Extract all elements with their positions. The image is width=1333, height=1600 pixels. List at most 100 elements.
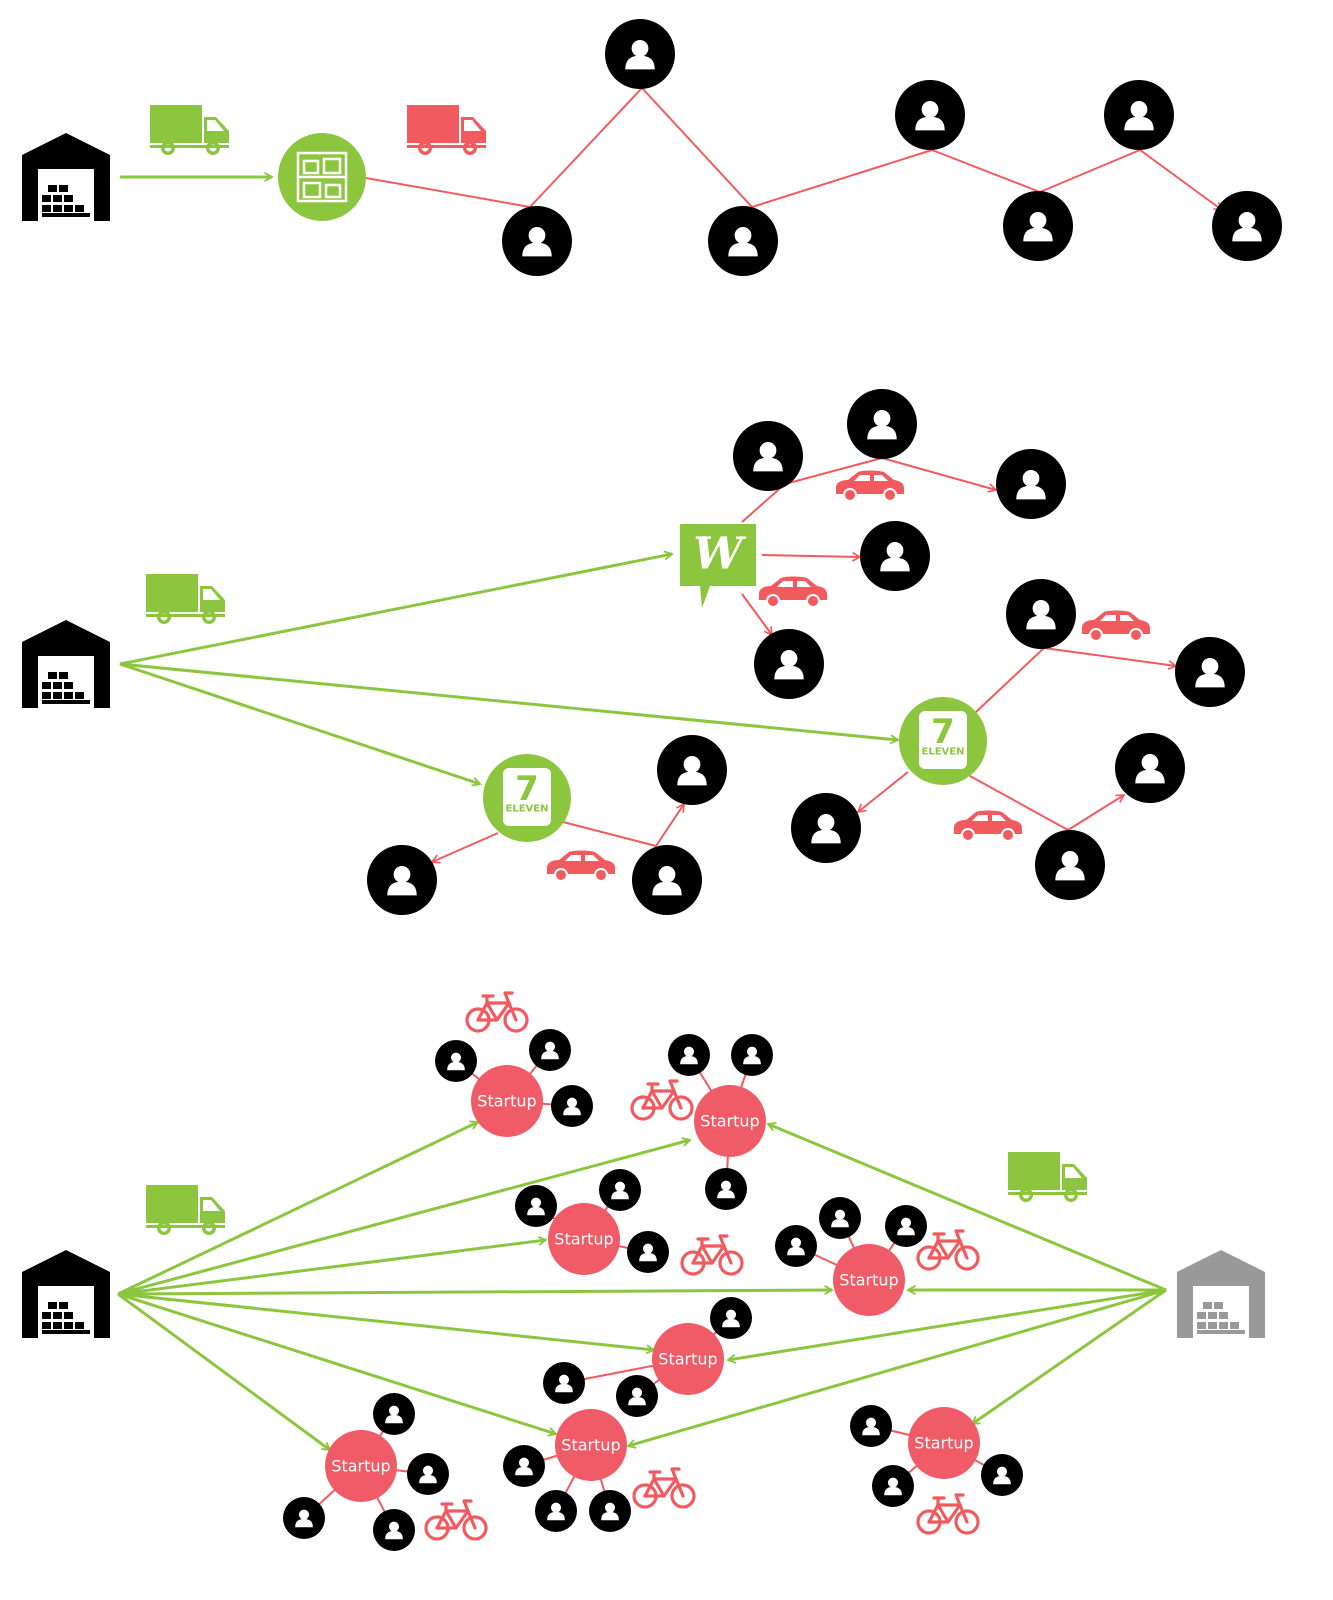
person-icon bbox=[705, 1168, 747, 1210]
person-icon bbox=[731, 1034, 773, 1076]
green-connector-line bbox=[119, 662, 480, 784]
startup-label: Startup bbox=[554, 1230, 613, 1249]
car-icon bbox=[835, 469, 905, 502]
red-connector-line bbox=[751, 149, 933, 208]
startup-node: Startup bbox=[325, 1430, 397, 1502]
seven-eleven-mark: 7 bbox=[515, 769, 539, 809]
person-icon bbox=[535, 1490, 577, 1532]
green-connector-line bbox=[117, 1240, 546, 1296]
car-icon bbox=[758, 575, 828, 608]
green-connector-line bbox=[768, 1124, 1167, 1292]
person-icon bbox=[754, 629, 824, 699]
truck-icon bbox=[146, 1185, 225, 1235]
green-connector-line bbox=[117, 1140, 690, 1296]
startup-label: Startup bbox=[331, 1457, 390, 1476]
red-connector-line bbox=[931, 149, 1041, 193]
person-icon bbox=[847, 389, 917, 459]
person-icon bbox=[407, 1453, 449, 1495]
person-icon bbox=[885, 1205, 927, 1247]
green-connector-line bbox=[117, 1292, 654, 1350]
person-icon bbox=[860, 521, 930, 591]
red-connector-line bbox=[969, 775, 1069, 831]
green-connector-line bbox=[117, 1122, 478, 1296]
car-icon bbox=[546, 849, 616, 882]
shelf-icon bbox=[278, 133, 366, 221]
green-connector-line bbox=[117, 1290, 832, 1296]
person-icon bbox=[710, 1297, 752, 1339]
bicycle-icon bbox=[916, 1229, 980, 1271]
red-connector-line bbox=[741, 483, 786, 523]
warehouse-icon bbox=[22, 133, 110, 221]
person-icon bbox=[373, 1509, 415, 1551]
startup-label: Startup bbox=[839, 1271, 898, 1290]
car-icon bbox=[953, 809, 1023, 842]
person-icon bbox=[551, 1085, 593, 1127]
red-connector-line bbox=[641, 87, 753, 208]
warehouse-icon bbox=[1177, 1250, 1265, 1338]
red-connector-line bbox=[432, 832, 499, 862]
person-icon bbox=[775, 1225, 817, 1267]
startup-label: Startup bbox=[914, 1434, 973, 1453]
green-connector-line bbox=[728, 1288, 1167, 1360]
person-icon bbox=[616, 1375, 658, 1417]
bicycle-icon bbox=[632, 1467, 696, 1509]
truck-icon bbox=[150, 105, 229, 155]
person-icon bbox=[502, 206, 572, 276]
bicycle-icon bbox=[916, 1493, 980, 1535]
red-connector-line bbox=[1039, 149, 1141, 193]
green-connector-line bbox=[117, 1292, 330, 1452]
bicycle-icon bbox=[680, 1234, 744, 1276]
red-connector-line bbox=[1067, 795, 1124, 831]
person-icon bbox=[668, 1034, 710, 1076]
red-connector-line bbox=[365, 177, 531, 208]
red-connector-line bbox=[784, 457, 883, 485]
person-icon bbox=[791, 793, 861, 863]
bicycle-icon bbox=[465, 991, 529, 1033]
green-connector-line bbox=[117, 1292, 556, 1434]
person-icon bbox=[605, 19, 675, 89]
person-icon bbox=[367, 845, 437, 915]
connection-lines bbox=[117, 87, 1222, 1531]
person-icon bbox=[599, 1169, 641, 1211]
person-icon bbox=[373, 1393, 415, 1435]
startup-label: Startup bbox=[477, 1092, 536, 1111]
diagram-nodes: W7ELEVEN7ELEVENStartupStartupStartupStar… bbox=[22, 19, 1282, 1551]
red-connector-line bbox=[741, 593, 772, 635]
warehouse-icon bbox=[22, 1250, 110, 1338]
person-icon bbox=[819, 1197, 861, 1239]
person-icon bbox=[627, 1231, 669, 1273]
red-connector-line bbox=[1043, 647, 1176, 666]
red-connector-line bbox=[881, 457, 996, 490]
bicycle-icon bbox=[424, 1499, 488, 1541]
green-connector-line bbox=[628, 1288, 1167, 1446]
person-icon bbox=[1175, 637, 1245, 707]
startup-label: Startup bbox=[700, 1112, 759, 1131]
person-icon bbox=[589, 1490, 631, 1532]
person-icon bbox=[1003, 191, 1073, 261]
person-icon bbox=[632, 845, 702, 915]
person-icon bbox=[708, 206, 778, 276]
warehouse-icon bbox=[22, 620, 110, 708]
bicycle-icon bbox=[630, 1079, 694, 1121]
startup-node: Startup bbox=[555, 1409, 627, 1481]
startup-node: Startup bbox=[548, 1203, 620, 1275]
seven-eleven-mark: 7 bbox=[931, 712, 955, 752]
startup-node: Startup bbox=[694, 1085, 766, 1157]
red-connector-line bbox=[655, 804, 684, 847]
red-connector-line bbox=[529, 87, 643, 208]
person-icon bbox=[1104, 80, 1174, 150]
walgreens-mark: W bbox=[693, 529, 747, 580]
person-icon bbox=[1212, 191, 1282, 261]
green-connector-line bbox=[119, 554, 672, 666]
red-connector-line bbox=[1139, 149, 1222, 210]
green-connector-line bbox=[119, 662, 898, 740]
person-icon bbox=[733, 421, 803, 491]
seven-eleven-word: ELEVEN bbox=[922, 747, 965, 758]
red-connector-line bbox=[858, 771, 909, 812]
person-icon bbox=[981, 1454, 1023, 1496]
car-icon bbox=[1081, 609, 1151, 642]
startup-node: Startup bbox=[652, 1323, 724, 1395]
